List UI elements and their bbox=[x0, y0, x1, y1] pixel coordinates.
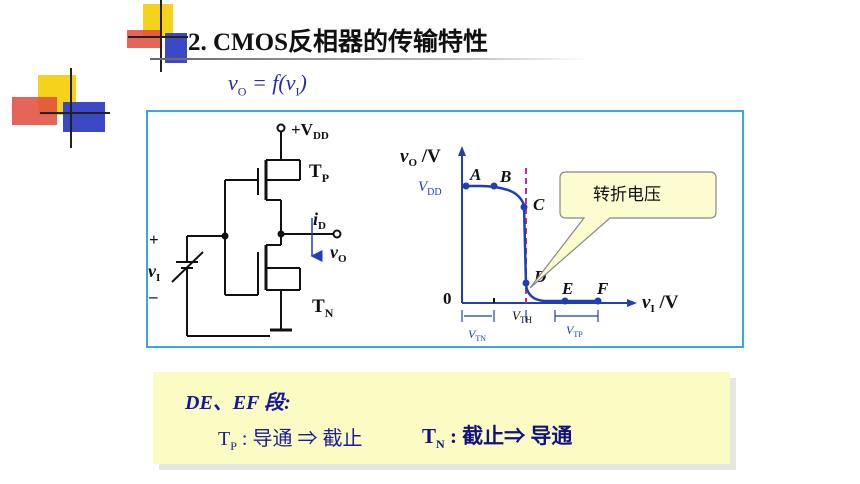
output-node-dot bbox=[277, 230, 285, 238]
vdd-tick-label: VDD bbox=[418, 179, 442, 198]
formula-lhs: v bbox=[228, 70, 238, 95]
vtp-label: VTP bbox=[566, 323, 583, 339]
point-c-label: C bbox=[533, 195, 545, 214]
vsource-variable-arrow bbox=[171, 251, 204, 283]
note-tn-main: T bbox=[422, 424, 437, 448]
vdd-terminal bbox=[276, 123, 286, 133]
formula-rhs-sub: I bbox=[295, 84, 300, 99]
vth-label: VTH bbox=[512, 308, 532, 325]
point-c-marker bbox=[520, 203, 528, 211]
note-tn-text: : 截止⇒ 导通 bbox=[444, 424, 573, 448]
decor-line-top-h bbox=[128, 36, 188, 38]
input-node-dot bbox=[221, 232, 229, 240]
point-a-label: A bbox=[469, 165, 481, 184]
transfer-formula: vO = f(vI) bbox=[228, 70, 307, 99]
formula-rhs: = f(v bbox=[246, 70, 296, 95]
decor-square-blue-top bbox=[165, 33, 187, 63]
note-tp-state: TP : 导通 ⇒ 截止 bbox=[218, 422, 362, 454]
plus-label: + bbox=[149, 230, 159, 249]
decor-square-red-left bbox=[12, 97, 57, 125]
vo-label: vO bbox=[330, 242, 347, 265]
point-e-label: E bbox=[561, 279, 573, 298]
note-box bbox=[153, 372, 730, 464]
note-tn-sub: N bbox=[436, 437, 445, 452]
note-tn-state: TN : 截止⇒ 导通 bbox=[422, 420, 572, 452]
range-brackets bbox=[461, 310, 599, 322]
formula-close: ) bbox=[299, 70, 307, 95]
origin-label: 0 bbox=[443, 289, 452, 308]
cmos-circuit bbox=[171, 123, 342, 337]
vdd-label: +VDD bbox=[291, 120, 329, 142]
y-axis-arrow bbox=[458, 146, 466, 156]
point-f-marker bbox=[594, 297, 602, 305]
note-tp-main: T bbox=[218, 428, 231, 450]
point-a-marker bbox=[462, 182, 470, 190]
y-axis-label: vO /V bbox=[400, 146, 441, 169]
minus-label: – bbox=[148, 287, 158, 306]
callout-bubble bbox=[529, 171, 717, 289]
vtn-label: VTN bbox=[468, 327, 486, 343]
diagram-panel bbox=[146, 110, 744, 348]
point-d-marker bbox=[522, 279, 530, 287]
x-axis-label: vI /V bbox=[642, 292, 679, 315]
note-tp-text: : 导通 ⇒ 截止 bbox=[236, 428, 363, 450]
x-axis-arrow bbox=[627, 299, 637, 307]
id-label: iD bbox=[313, 209, 326, 232]
decor-line-left-v bbox=[70, 68, 72, 148]
output-terminal bbox=[332, 229, 342, 239]
decor-line-left-h bbox=[40, 112, 110, 114]
title-underline bbox=[150, 58, 590, 60]
tp-label: TP bbox=[309, 161, 329, 185]
note-heading: DE、EF 段: bbox=[185, 392, 291, 414]
tn-label: TN bbox=[312, 296, 334, 320]
page-title: 2. CMOS反相器的传输特性 bbox=[188, 29, 489, 56]
point-b-label: B bbox=[499, 167, 511, 186]
vi-label: vI bbox=[148, 261, 160, 284]
note-tp-sub: P bbox=[230, 439, 237, 453]
transfer-chart bbox=[458, 146, 637, 307]
formula-lhs-sub: O bbox=[237, 84, 247, 99]
callout-text: 转折电压 bbox=[593, 185, 661, 204]
decor-square-red-top bbox=[127, 30, 162, 48]
point-b-marker bbox=[490, 182, 498, 190]
point-f-label: F bbox=[596, 279, 609, 298]
point-e-marker bbox=[561, 297, 569, 305]
